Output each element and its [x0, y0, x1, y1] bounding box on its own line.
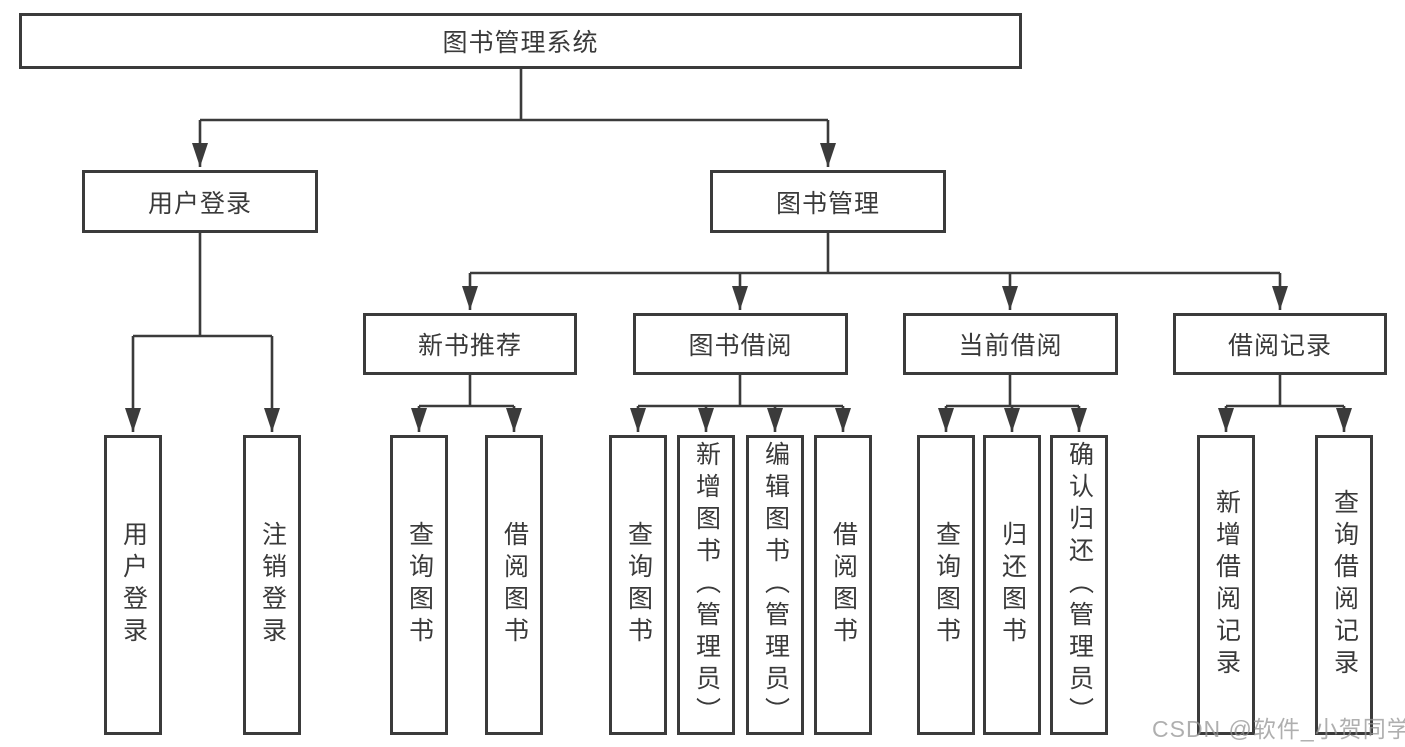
node-user-login: 用户登录 — [82, 170, 318, 233]
node-label: 查询图书 — [405, 521, 434, 649]
node-label: 新增借阅记录 — [1212, 489, 1241, 681]
leaf-confirm-return-admin: 确认归还（管理员） — [1050, 435, 1108, 735]
node-current-borrowing: 当前借阅 — [903, 313, 1118, 375]
node-label: 图书管理系统 — [442, 29, 599, 57]
node-label: 借阅图书 — [829, 521, 858, 649]
leaf-user-login: 用户登录 — [104, 435, 162, 735]
node-label: 用户登录 — [147, 189, 252, 218]
leaf-logout: 注销登录 — [243, 435, 301, 735]
node-book-management: 图书管理 — [710, 170, 946, 233]
node-label: 用户登录 — [119, 521, 148, 649]
node-new-book-recommendation: 新书推荐 — [363, 313, 577, 375]
leaf-query-books-borrowing: 查询图书 — [609, 435, 667, 735]
leaf-query-borrow-record: 查询借阅记录 — [1315, 435, 1373, 735]
node-label: 编辑图书（管理员） — [761, 441, 790, 729]
node-label: 确认归还（管理员） — [1065, 441, 1094, 729]
node-label: 借阅图书 — [500, 521, 529, 649]
node-label: 图书借阅 — [688, 332, 793, 360]
node-label: 注销登录 — [258, 521, 287, 649]
csdn-watermark: CSDN @软件_小贺同学 — [1152, 716, 1405, 742]
node-borrowing-records: 借阅记录 — [1173, 313, 1387, 375]
node-label: 新增图书（管理员） — [692, 441, 721, 729]
node-label: 查询图书 — [932, 521, 961, 649]
leaf-edit-books-admin: 编辑图书（管理员） — [746, 435, 804, 735]
node-label: 图书管理 — [775, 189, 880, 218]
leaf-return-books: 归还图书 — [983, 435, 1041, 735]
node-label: 新书推荐 — [417, 332, 522, 360]
leaf-add-books-admin: 新增图书（管理员） — [677, 435, 735, 735]
leaf-query-books-current: 查询图书 — [917, 435, 975, 735]
leaf-borrow-books: 借阅图书 — [814, 435, 872, 735]
node-library-management-system: 图书管理系统 — [19, 13, 1022, 69]
node-book-borrowing: 图书借阅 — [633, 313, 848, 375]
node-label: 借阅记录 — [1227, 332, 1332, 360]
node-label: 当前借阅 — [958, 332, 1063, 360]
node-label: 查询借阅记录 — [1330, 489, 1359, 681]
node-label: 查询图书 — [624, 521, 653, 649]
leaf-borrow-books-recommend: 借阅图书 — [485, 435, 543, 735]
node-label: 归还图书 — [998, 521, 1027, 649]
leaf-query-books-recommend: 查询图书 — [390, 435, 448, 735]
leaf-add-borrow-record: 新增借阅记录 — [1197, 435, 1255, 735]
